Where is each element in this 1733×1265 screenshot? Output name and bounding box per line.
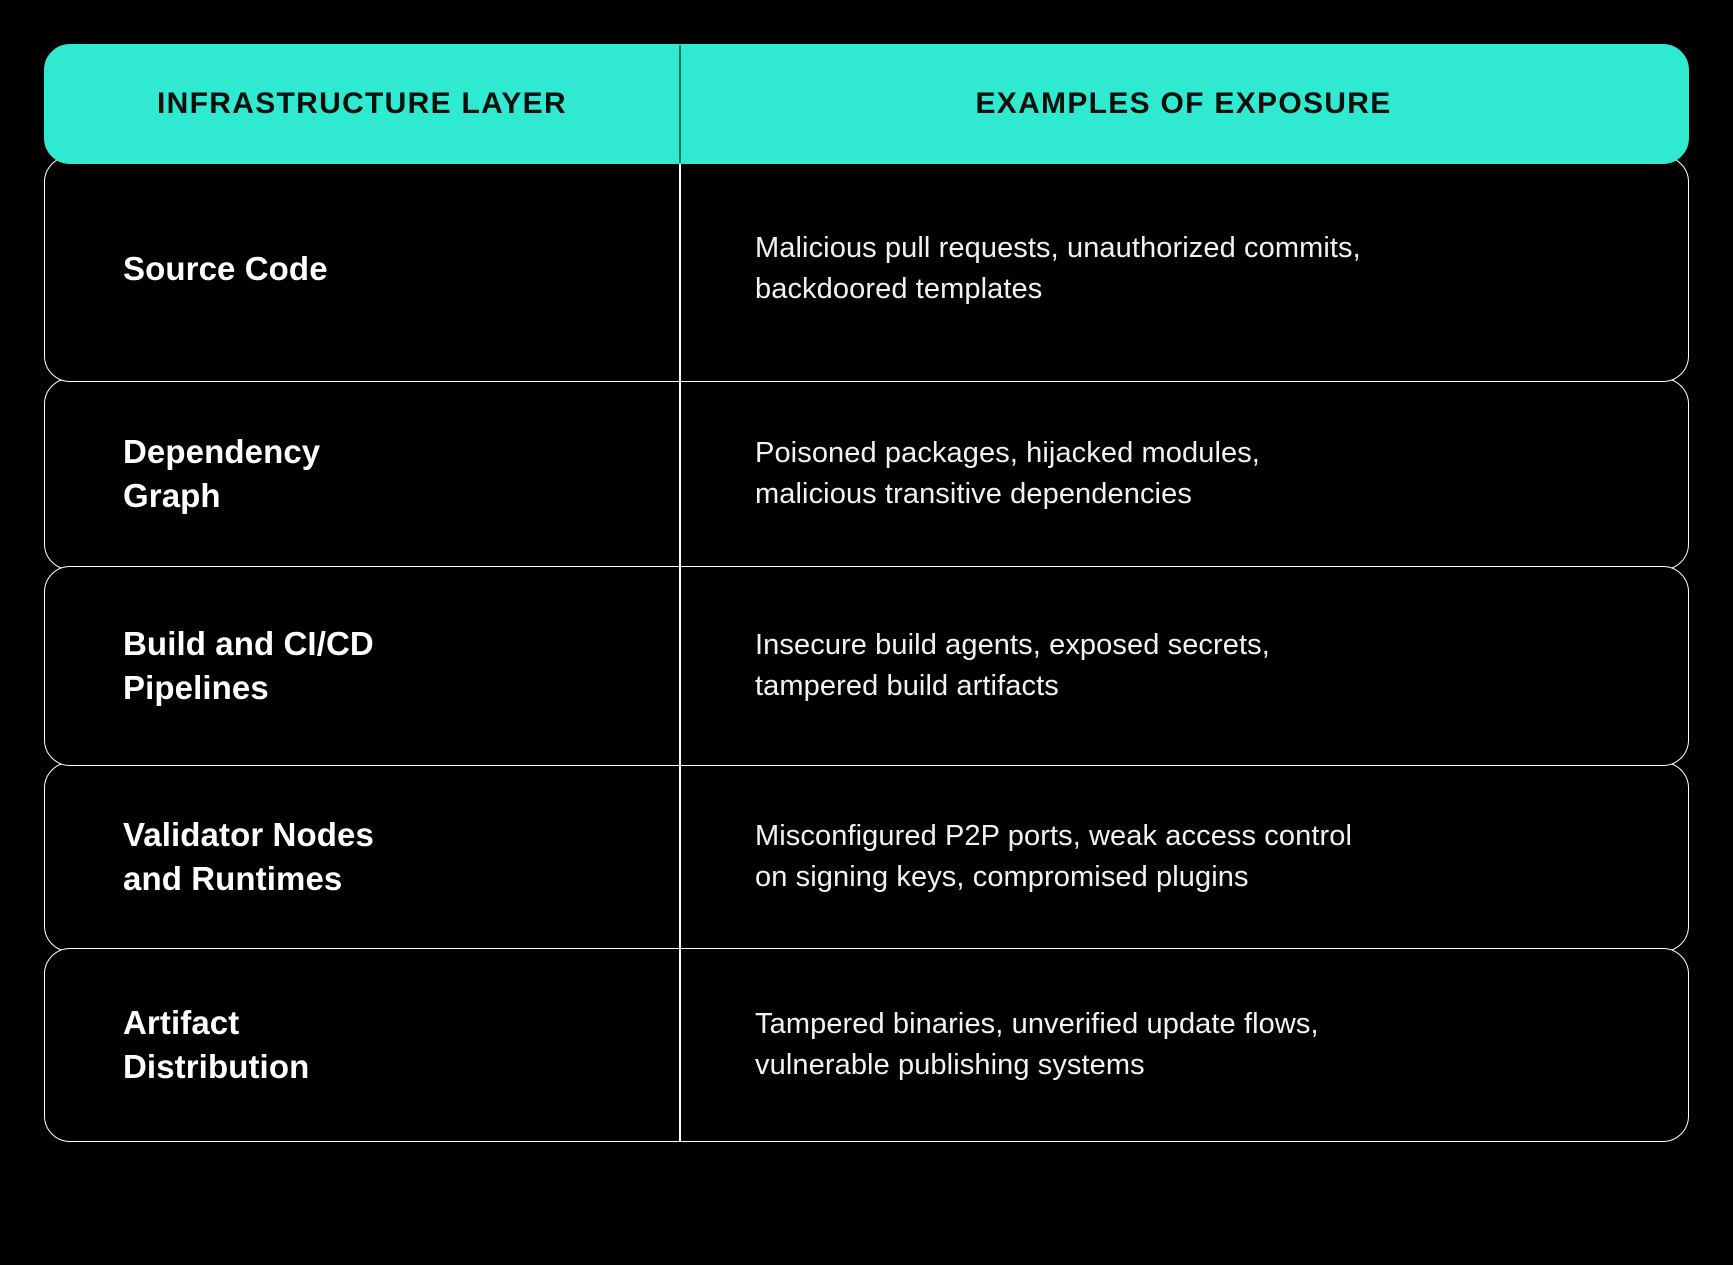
exposure-text-dependency-graph: Poisoned packages, hijacked modules, mal… xyxy=(755,436,1260,510)
exposure-text-source-code: Malicious pull requests, unauthorized co… xyxy=(755,231,1361,305)
row-column-divider xyxy=(679,379,681,569)
table-row: Validator Nodes and Runtimes Misconfigur… xyxy=(44,762,1689,952)
row-cell-exposure: Tampered binaries, unverified update flo… xyxy=(679,949,1688,1141)
row-cell-exposure: Malicious pull requests, unauthorized co… xyxy=(679,157,1688,381)
table-row: Artifact Distribution Tampered binaries,… xyxy=(44,948,1689,1142)
table-row: Source Code Malicious pull requests, una… xyxy=(44,156,1689,382)
row-column-divider xyxy=(679,763,681,951)
exposure-text-validator-nodes-and-runtimes: Misconfigured P2P ports, weak access con… xyxy=(755,819,1353,893)
table-row: Build and CI/CD Pipelines Insecure build… xyxy=(44,566,1689,766)
row-cell-layer: Artifact Distribution xyxy=(45,949,679,1141)
row-cell-layer: Dependency Graph xyxy=(45,379,679,569)
table-row: Dependency Graph Poisoned packages, hija… xyxy=(44,378,1689,570)
row-cell-exposure: Insecure build agents, exposed secrets, … xyxy=(679,567,1688,765)
exposure-text-artifact-distribution: Tampered binaries, unverified update flo… xyxy=(755,1007,1319,1081)
layer-label-validator-nodes-and-runtimes: Validator Nodes and Runtimes xyxy=(123,816,374,897)
layer-label-artifact-distribution: Artifact Distribution xyxy=(123,1004,310,1085)
row-cell-exposure: Misconfigured P2P ports, weak access con… xyxy=(679,763,1688,951)
exposure-table: INFRASTRUCTURE LAYER EXAMPLES OF EXPOSUR… xyxy=(44,44,1689,1142)
row-column-divider xyxy=(679,567,681,765)
row-column-divider xyxy=(679,949,681,1141)
row-cell-layer: Build and CI/CD Pipelines xyxy=(45,567,679,765)
layer-label-dependency-graph: Dependency Graph xyxy=(123,433,321,514)
header-cell-layer: INFRASTRUCTURE LAYER xyxy=(45,45,679,163)
row-cell-exposure: Poisoned packages, hijacked modules, mal… xyxy=(679,379,1688,569)
table-header-row: INFRASTRUCTURE LAYER EXAMPLES OF EXPOSUR… xyxy=(44,44,1689,164)
layer-label-source-code: Source Code xyxy=(123,250,328,288)
row-cell-layer: Source Code xyxy=(45,157,679,381)
row-column-divider xyxy=(679,157,681,381)
exposure-text-build-and-cicd-pipelines: Insecure build agents, exposed secrets, … xyxy=(755,628,1270,702)
layer-label-build-and-cicd-pipelines: Build and CI/CD Pipelines xyxy=(123,625,374,706)
row-cell-layer: Validator Nodes and Runtimes xyxy=(45,763,679,951)
header-column-divider xyxy=(679,45,681,163)
column-header-examples-of-exposure: EXAMPLES OF EXPOSURE xyxy=(975,87,1392,120)
column-header-infrastructure-layer: INFRASTRUCTURE LAYER xyxy=(157,87,567,120)
header-cell-exposure: EXAMPLES OF EXPOSURE xyxy=(679,45,1688,163)
